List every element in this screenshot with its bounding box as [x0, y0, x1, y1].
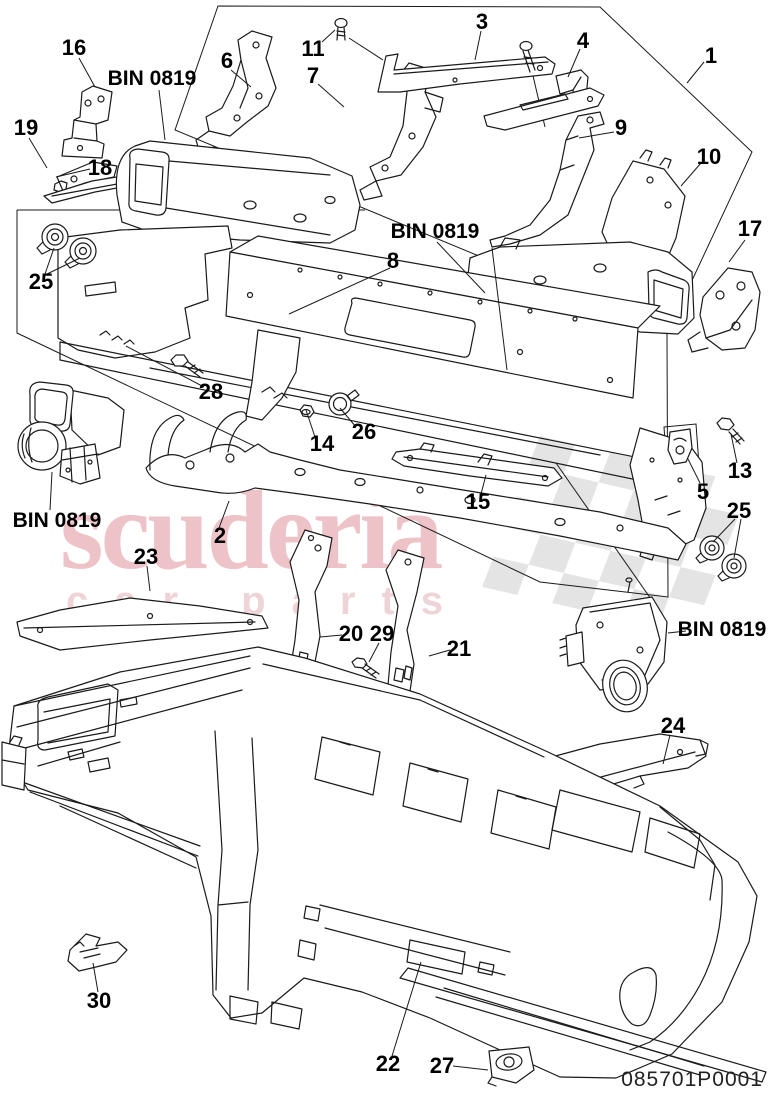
part-5-clamp [667, 428, 693, 465]
part-25-grommets-left [36, 223, 97, 269]
part-23-strip [16, 597, 269, 651]
part-26-grommet [328, 389, 360, 416]
part-left-edge-bracket [1, 735, 27, 791]
part-2-brace [145, 411, 687, 561]
part-25-grommets-right [695, 535, 747, 582]
part-16-bracket [61, 85, 113, 159]
part-30-clip [67, 933, 128, 972]
part-4-rail-plate [483, 87, 605, 131]
part-29-screw [351, 657, 380, 679]
part-15-rail [391, 442, 563, 487]
part-17-bracket [687, 267, 761, 353]
part-9-bracket [489, 111, 605, 248]
part-11-screw [334, 17, 348, 41]
part-8-crossbeam [57, 225, 707, 561]
part-3-rail [377, 53, 556, 93]
part-6-bracket [195, 30, 277, 151]
part-14-nut [299, 404, 315, 418]
part-heater-unit [17, 381, 125, 485]
part-13-bolt [716, 417, 745, 445]
part-air-duct-left [115, 140, 361, 244]
part-4-screw [519, 40, 536, 73]
leader-lines [28, 29, 746, 1071]
part-vent-unit [559, 577, 668, 713]
drawing-part-number: 085701P0001 [621, 1068, 763, 1091]
part-27-clip [487, 1046, 535, 1087]
part-22-dashboard-body [7, 646, 767, 1083]
part-21-bracket [385, 549, 425, 699]
part-28-bolt [170, 354, 204, 378]
